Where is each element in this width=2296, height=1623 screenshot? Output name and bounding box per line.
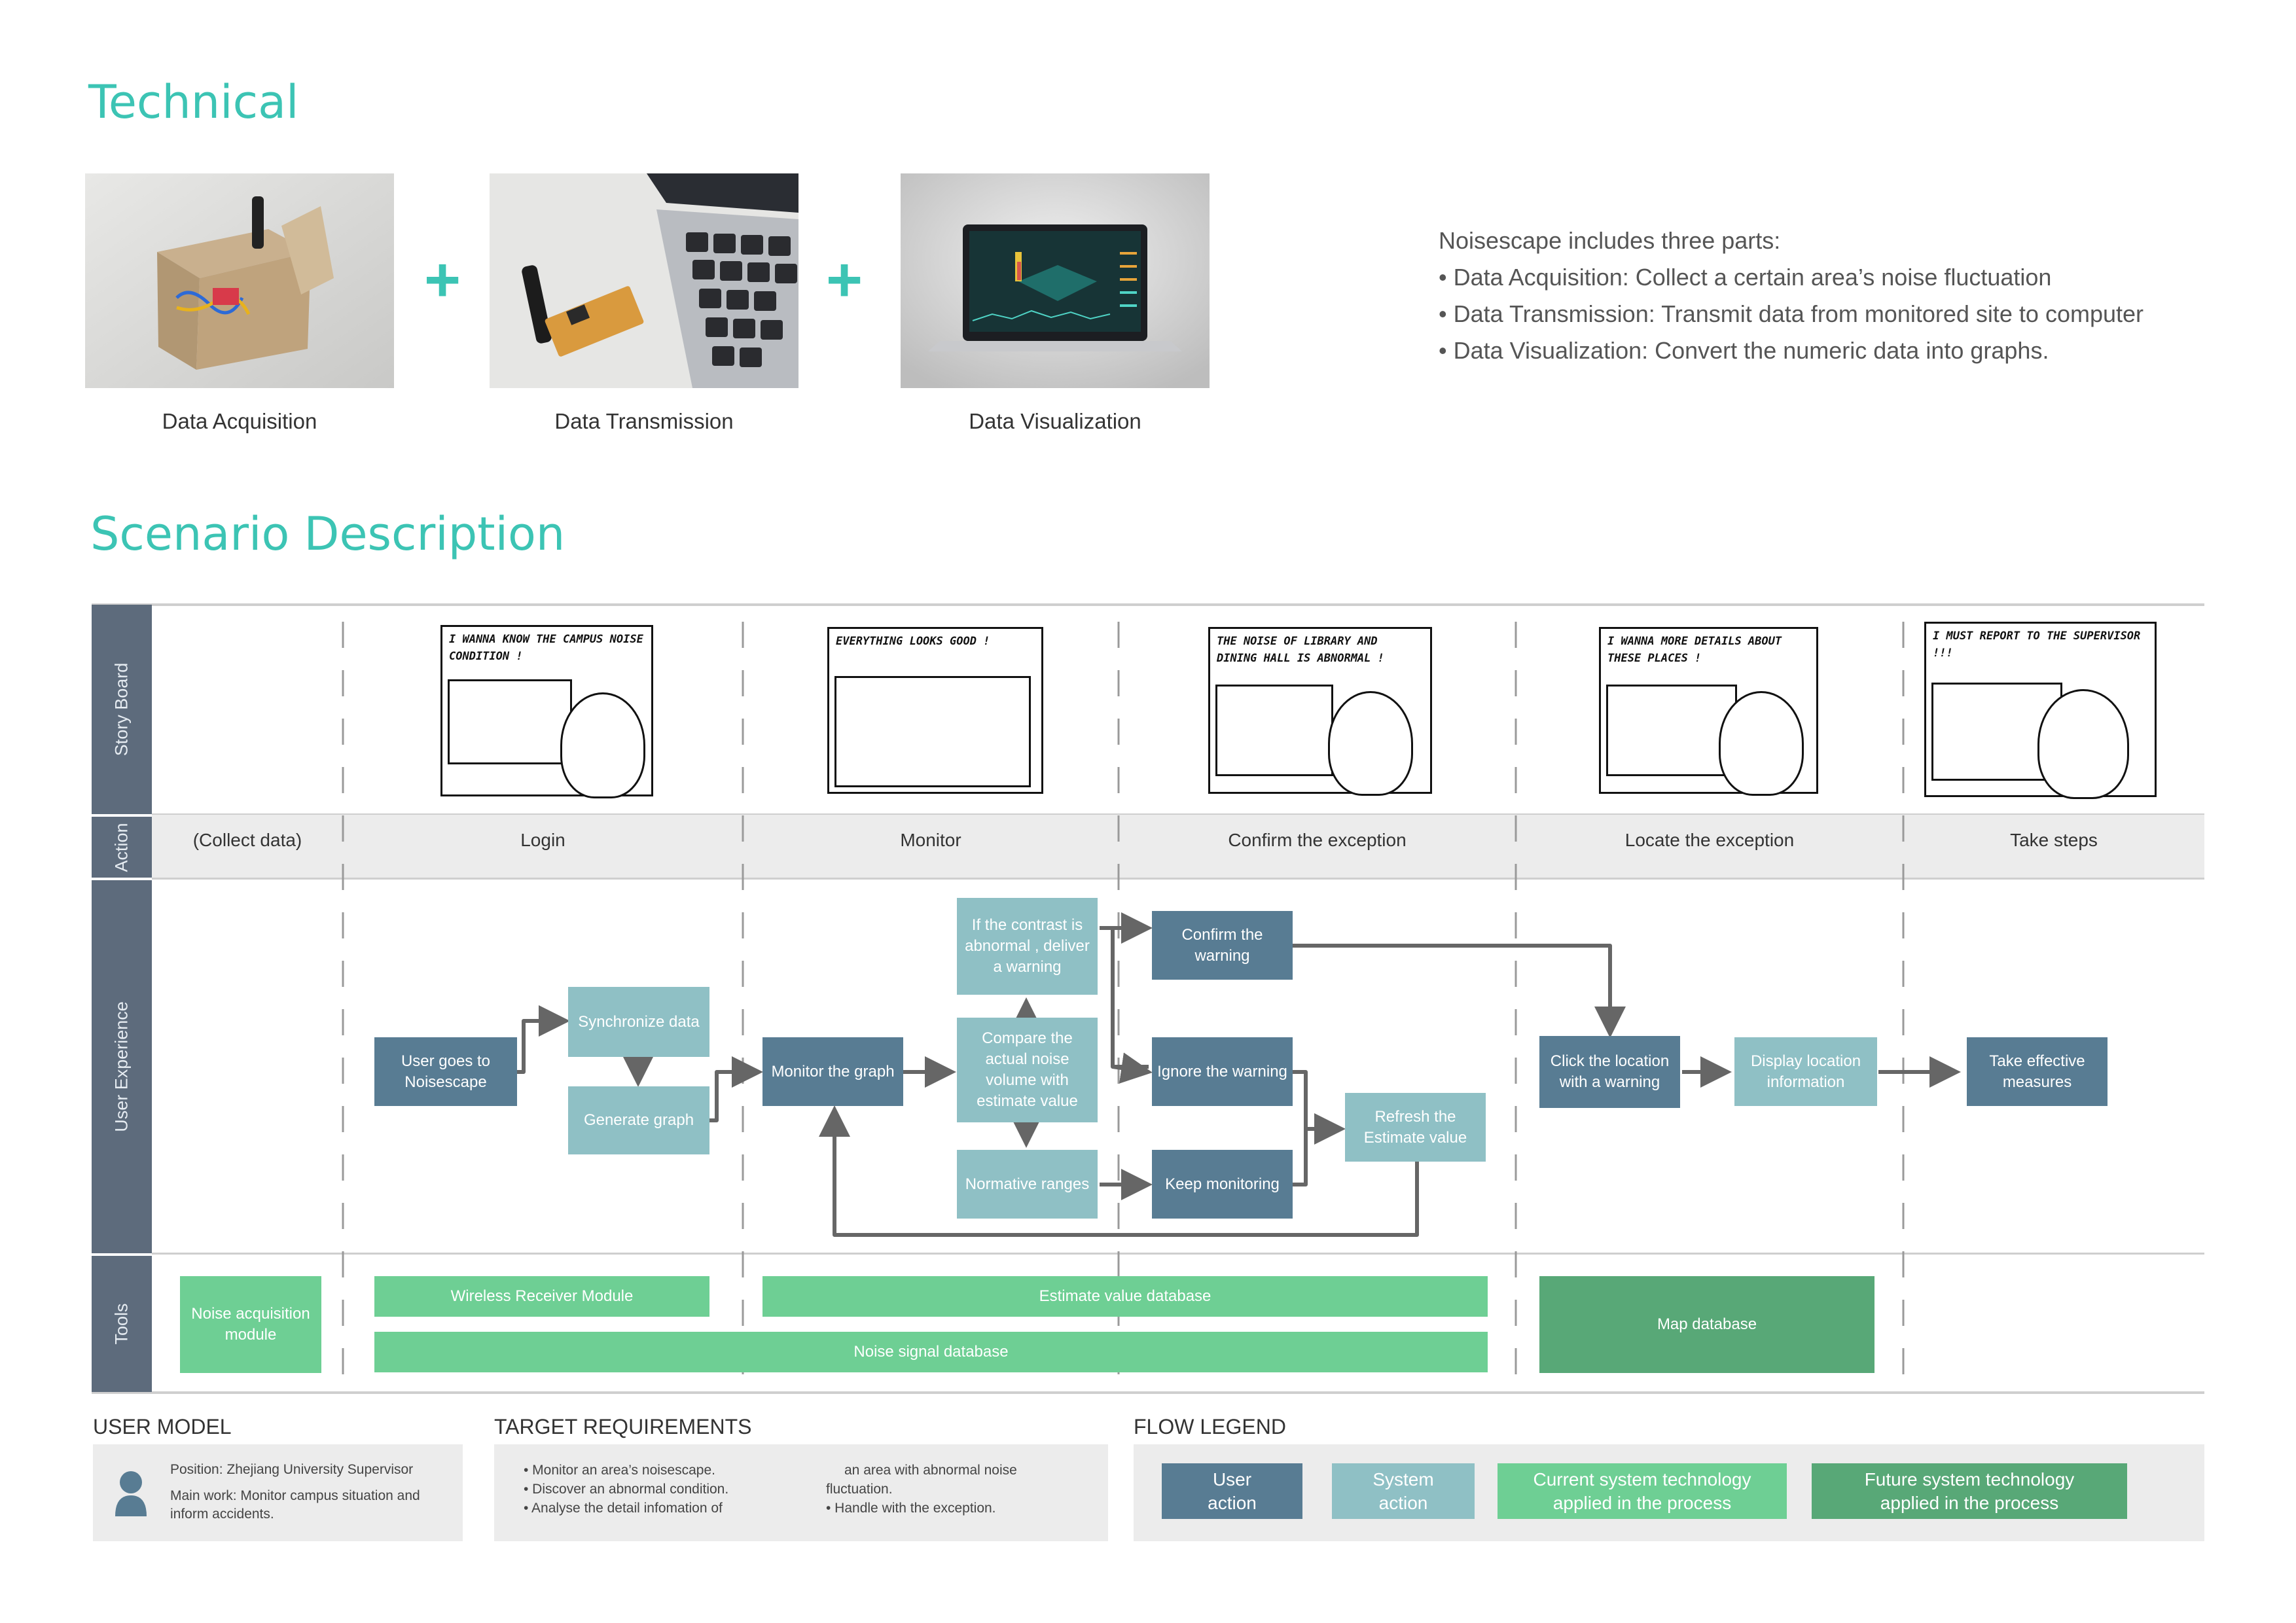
target-item: fluctuation.	[826, 1482, 893, 1497]
action-confirm-exception: Confirm the exception	[1228, 830, 1407, 850]
target-item: an area with abnormal noise	[844, 1463, 1017, 1478]
target-requirements-heading: TARGET REQUIREMENTS	[494, 1415, 752, 1438]
sketch-screen	[834, 676, 1031, 787]
flow-legend-heading: FLOW LEGEND	[1134, 1415, 1286, 1438]
action-collect-data: (Collect data)	[192, 830, 302, 850]
data-visualization-caption: Data Visualization	[969, 409, 1141, 433]
target-item: • Monitor an area’s noisescape.	[524, 1463, 715, 1478]
ux-generate-graph: Generate graph	[568, 1086, 709, 1154]
ux-keep-monitoring: Keep monitoring	[1152, 1150, 1293, 1219]
tool-estimate-value-database: Estimate value database	[762, 1276, 1488, 1317]
user-model-work: Main work: Monitor campus situation and …	[170, 1488, 420, 1522]
ux-deliver-warning: If the contrast is abnormal , deliver a …	[957, 898, 1098, 995]
lane-storyboard: Story Board	[92, 605, 152, 814]
plus-sign-2: +	[826, 245, 863, 315]
sketch-person	[2037, 689, 2129, 799]
action-lane-background	[152, 815, 2204, 878]
storyboard-caption: I wanna know the campus noise condition …	[449, 633, 643, 663]
target-item: • Handle with the exception.	[826, 1501, 996, 1516]
user-avatar-icon	[115, 1471, 147, 1516]
lane-divider	[152, 813, 2204, 815]
ux-compare-values: Compare the actual noise volume with est…	[957, 1018, 1098, 1122]
storyboard-frame-1: I wanna know the campus noise condition …	[440, 625, 653, 798]
legend-current-technology: Current system technology applied in the…	[1498, 1463, 1787, 1519]
ux-click-location: Click the location with a warning	[1539, 1036, 1680, 1108]
sketch-screen	[1215, 685, 1333, 776]
data-acquisition-photo	[85, 173, 394, 388]
intro-bullet: • Data Transmission: Transmit data from …	[1439, 300, 2144, 327]
technical-title: Technical	[88, 75, 299, 129]
ux-refresh-estimate-value: Refresh the Estimate value	[1345, 1093, 1486, 1162]
storyboard-frame-3: The noise of library and dining hall is …	[1208, 627, 1432, 796]
ux-normative-ranges: Normative ranges	[957, 1150, 1098, 1219]
sketch-person	[1719, 691, 1804, 796]
storyboard-frame-5: I must report to the supervisor !!!	[1924, 622, 2157, 799]
legend-system-action: System action	[1332, 1463, 1475, 1519]
ux-monitor-the-graph: Monitor the graph	[762, 1037, 903, 1106]
data-transmission-caption: Data Transmission	[554, 409, 734, 433]
legend-user-action: User action	[1162, 1463, 1302, 1519]
action-locate-exception: Locate the exception	[1624, 830, 1795, 850]
sketch-person	[1328, 691, 1413, 796]
target-item: • Analyse the detail infomation of	[524, 1501, 723, 1516]
lane-tools: Tools	[92, 1256, 152, 1392]
storyboard-frame-4: I wanna more details about these places …	[1599, 627, 1818, 796]
lane-bottom-border	[92, 1391, 2204, 1394]
ux-ignore-the-warning: Ignore the warning	[1152, 1037, 1293, 1106]
ux-confirm-the-warning: Confirm the warning	[1152, 911, 1293, 980]
ux-take-effective-measures: Take effective measures	[1967, 1037, 2108, 1106]
target-requirements-panel	[494, 1444, 1108, 1541]
action-monitor: Monitor	[900, 830, 961, 850]
technical-intro: Noisescape includes three parts: • Data …	[1439, 223, 2144, 369]
target-item: • Discover an abnormal condition.	[524, 1482, 729, 1497]
lane-action: Action	[92, 817, 152, 878]
ux-user-goes-to-noisescape: User goes to Noisescape	[374, 1037, 517, 1106]
intro-bullet: • Data Acquisition: Collect a certain ar…	[1439, 264, 2052, 291]
plus-sign-1: +	[424, 245, 461, 315]
lane-divider	[152, 878, 2204, 880]
storyboard-caption: The noise of library and dining hall is …	[1217, 635, 1384, 665]
sketch-screen	[448, 679, 572, 764]
ux-synchronize-data: Synchronize data	[568, 987, 709, 1057]
storyboard-caption: I wanna more details about these places …	[1607, 635, 1782, 665]
data-acquisition-caption: Data Acquisition	[162, 409, 317, 433]
intro-bullet: • Data Visualization: Convert the numeri…	[1439, 337, 2049, 364]
legend-future-technology: Future system technology applied in the …	[1812, 1463, 2127, 1519]
storyboard-caption: Everything looks good !	[836, 635, 990, 648]
user-model-position: Position: Zhejiang University Supervisor	[170, 1462, 414, 1477]
lane-divider	[152, 1253, 2204, 1255]
lane-top-border	[92, 603, 2204, 606]
storyboard-caption: I must report to the supervisor !!!	[1933, 630, 2141, 660]
tool-noise-acquisition-module: Noise acquisition module	[180, 1276, 321, 1373]
tool-map-database: Map database	[1539, 1276, 1874, 1373]
ux-display-location-info: Display location information	[1734, 1037, 1877, 1106]
user-model-panel	[93, 1444, 463, 1541]
action-take-steps: Take steps	[2010, 830, 2098, 850]
lane-user-experience: User Experience	[92, 880, 152, 1253]
sketch-person	[560, 692, 645, 798]
action-login: Login	[520, 830, 565, 850]
target-col-1: • Monitor an area’s noisescape. • Discov…	[524, 1461, 798, 1518]
data-transmission-photo	[490, 173, 798, 388]
data-visualization-photo	[901, 173, 1210, 388]
intro-lead: Noisescape includes three parts:	[1439, 227, 1781, 254]
sketch-screen	[1606, 685, 1737, 776]
tool-wireless-receiver-module: Wireless Receiver Module	[374, 1276, 709, 1317]
target-col-2: an area with abnormal noise fluctuation.…	[826, 1461, 1101, 1518]
user-model-heading: USER MODEL	[93, 1415, 232, 1438]
scenario-title: Scenario Description	[90, 507, 565, 561]
tool-noise-signal-database: Noise signal database	[374, 1332, 1488, 1372]
storyboard-frame-2: Everything looks good !	[827, 627, 1043, 794]
